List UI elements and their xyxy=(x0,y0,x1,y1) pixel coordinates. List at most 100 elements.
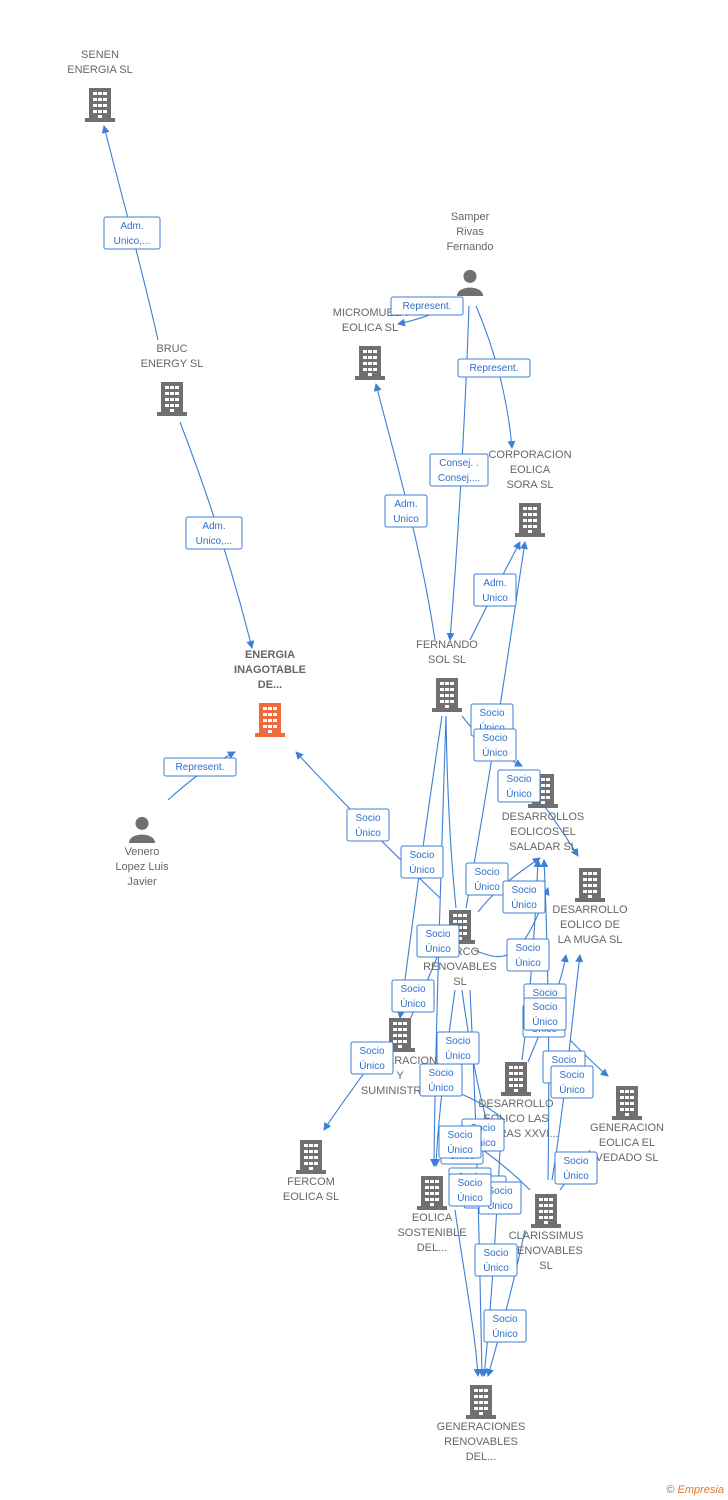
node-label-line: MICROMUELA xyxy=(333,307,408,319)
building-icon xyxy=(466,1385,496,1419)
edge-label-text: Socio xyxy=(470,1123,495,1134)
edge-label[interactable]: Represent. xyxy=(163,757,237,777)
node-label-line: RENOVABLES xyxy=(509,1245,583,1257)
edge-label-box xyxy=(550,1065,594,1099)
node-label-line: DEL... xyxy=(417,1242,448,1254)
node-eolica-sostenible[interactable]: EOLICASOSTENIBLEDEL... xyxy=(397,1176,467,1254)
building-icon xyxy=(515,503,545,537)
edge-label-text: Socio xyxy=(511,885,536,896)
edge-label[interactable]: Adm.Unico,... xyxy=(185,516,243,550)
edge-label-text: Socio xyxy=(479,708,504,719)
edge-label-box xyxy=(474,1243,518,1277)
edge-label-box xyxy=(419,1063,463,1097)
edge-label-box xyxy=(465,862,509,896)
edge-label-text: Unico xyxy=(393,514,419,525)
building-icon xyxy=(157,382,187,416)
node-label-line: ENERGIA SL xyxy=(67,64,132,76)
node-label-line: Venero xyxy=(125,846,160,858)
edge-label-box xyxy=(384,494,428,528)
edge-label-text: Socio xyxy=(551,1055,576,1066)
edge-label-text: Único xyxy=(532,1015,558,1028)
node-label-line: CORPORACION xyxy=(488,449,571,461)
edge-label-box xyxy=(350,1041,394,1075)
edge-label[interactable]: Represent. xyxy=(390,296,464,316)
edge-label-text: Socio xyxy=(428,1068,453,1079)
building-icon xyxy=(417,1176,447,1210)
node-label-line: VEDADO SL xyxy=(596,1152,659,1164)
edge-label-text: Único xyxy=(559,1083,585,1096)
edge-label-text: Consej. . xyxy=(439,458,478,469)
edge-label[interactable]: Adm.Unico xyxy=(473,573,517,607)
edge-label-text: Socio xyxy=(474,867,499,878)
edge-label-box xyxy=(103,216,161,250)
edge-label-box xyxy=(163,757,237,777)
edge-label-text: Socio xyxy=(359,1046,384,1057)
edge-label-text: Socio xyxy=(445,1036,470,1047)
node-label-line: Samper xyxy=(451,211,490,223)
brand-logo[interactable]: Empresia xyxy=(677,1484,724,1496)
node-label-line: SALADAR SL xyxy=(509,841,577,853)
edge-muga-vedado xyxy=(569,1039,609,1077)
edge-label-text: Único xyxy=(515,956,541,969)
edge-label-box xyxy=(448,1173,492,1207)
building-icon xyxy=(612,1086,642,1120)
edge-label[interactable]: Consej. .Consej.... xyxy=(429,453,489,487)
edge-label-text: Adm. xyxy=(120,221,143,232)
edge-label-text: Socio xyxy=(482,733,507,744)
edge-label-box xyxy=(391,979,435,1013)
building-icon xyxy=(501,1062,531,1096)
edge-label-text: Socio xyxy=(532,1002,557,1013)
edge-label[interactable]: Adm.Unico xyxy=(384,494,428,528)
node-energia[interactable]: ENERGIAINAGOTABLEDE... xyxy=(234,649,306,737)
node-label-line: RENOVABLES xyxy=(444,1436,518,1448)
edge-label-text: Único xyxy=(483,1261,509,1274)
edge-label[interactable]: Represent. xyxy=(457,358,531,378)
node-label-line: DESARROLLOS xyxy=(502,811,585,823)
node-label-line: BRUC xyxy=(156,343,187,355)
edge-label-box xyxy=(185,516,243,550)
footer: © Empresia xyxy=(666,1484,724,1496)
node-generaciones-renovables[interactable]: GENERACIONESRENOVABLESDEL... xyxy=(437,1385,526,1463)
node-label-line: EOLICA SL xyxy=(342,322,398,334)
building-icon xyxy=(296,1140,326,1174)
edge-label-text: Socio xyxy=(559,1070,584,1081)
edge-label[interactable]: Adm. Unico,... xyxy=(103,216,161,250)
node-micromuela[interactable]: MICROMUELA EOLICA SL xyxy=(333,307,408,380)
edge-label-box xyxy=(416,924,460,958)
edge-label-text: Unico,... xyxy=(114,236,151,247)
edge-label-text: Socio xyxy=(355,813,380,824)
node-label-line: FERCOM xyxy=(287,1176,335,1188)
edge-label-box xyxy=(400,845,444,879)
node-label-line: ENERGIA xyxy=(245,649,295,661)
